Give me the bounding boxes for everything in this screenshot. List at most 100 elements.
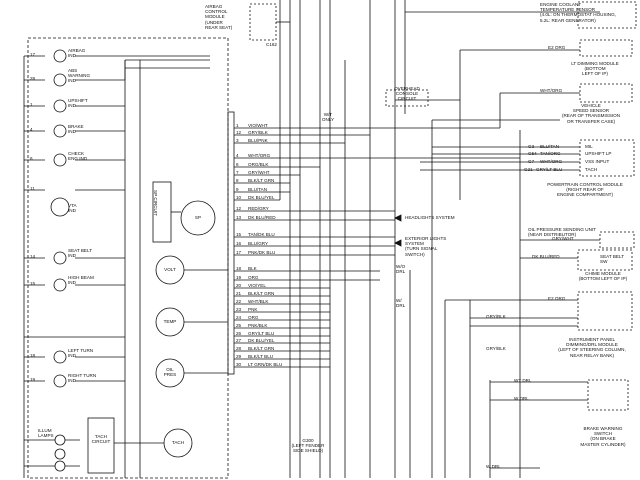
wire-color-label: PNK/BLK: [248, 323, 268, 328]
overhead-console-label: OVERHEAD CONSOLE CIRCUIT: [394, 86, 420, 102]
wire-label-w-drl-3: W/ DRL: [396, 298, 406, 309]
wire-pin-label: 24: [236, 315, 242, 320]
indicator-label-airbag: AIRBAG IND: [68, 48, 86, 59]
wire-pin-label: 13: [236, 215, 242, 220]
indicator-label-upshift: UPSHIFT IND: [68, 98, 88, 109]
wire-color-label: BLK/LT GRN: [248, 291, 275, 296]
indicator-label-check-eng: CHECK ENG IND: [68, 151, 88, 162]
tach-circuit-box: [87, 417, 115, 474]
wire-pin-label: 26: [236, 331, 242, 336]
wire-color-label: TAN/DK BLU: [248, 232, 275, 237]
wire-pin-label: 12: [236, 130, 242, 135]
pcm-pin-func: UPSHIFT LP: [585, 151, 612, 156]
wire-label-wo-drl: W/O DRL: [396, 264, 406, 275]
pin-label: 19: [30, 377, 36, 382]
pcm-pin-func: MIL: [585, 144, 593, 149]
wire-pin-label: 16: [236, 241, 242, 246]
pin-label: 14: [30, 254, 36, 259]
pin-label: 28: [30, 76, 36, 81]
pcm-pin-func: VSS INPUT: [585, 159, 610, 164]
wire-pin-label: 10: [236, 195, 242, 200]
pcm-pin-num: G54: [528, 151, 537, 156]
illum-lamps-label: ILLUM LAMPS: [38, 428, 54, 439]
wire-color-label: DK BLU/YEL: [248, 195, 275, 200]
wire-color-label: RED/GRY: [248, 206, 269, 211]
pcm-pin-num: G3: [528, 144, 535, 149]
wire-color-label: ORG: [248, 275, 259, 280]
wire-pin-label: 29: [236, 354, 242, 359]
pcm-pin-wire: WHT/ORG: [540, 159, 563, 164]
ect-sensor-label: ENGINE COOLANT TEMPERATURE SENSOR (4.0L:…: [540, 2, 616, 23]
pin-label: 4: [30, 127, 33, 132]
wire-color-label: LT GRN/DK BLU: [248, 362, 283, 367]
wire-pin-label: 22: [236, 299, 242, 304]
wire-label-dk-blu-red: DK BLU/RED: [532, 254, 560, 259]
indicator-label-left-turn: LEFT TURN IND: [68, 348, 94, 359]
wire-color-label: BLU/TAN: [248, 187, 268, 192]
wt-only-label: W/T ONLY: [321, 112, 335, 123]
wire-pin-label: 21: [236, 291, 242, 296]
pcm-pin-num: G21: [524, 167, 533, 172]
wire-pin-label: 8: [236, 178, 239, 183]
pcm-pin-func: TACH: [585, 167, 598, 172]
wire-color-label: BLU/PNK: [248, 138, 268, 143]
sp-circuit-label: SP CIRCUIT: [153, 190, 158, 216]
airbag-module-label: AIRBAG CONTROL MODULE (UNDER REAR SEAT): [205, 4, 233, 30]
wire-pin-label: 4: [236, 153, 239, 158]
wire-color-label: GRY/BLK: [248, 130, 268, 135]
gauge-label-oil: OIL PRES: [163, 367, 177, 378]
pcm-label: POWERTRAIN CONTROL MODULE (RIGHT REAR OF…: [547, 182, 623, 198]
wire-pin-label: 6: [236, 162, 239, 167]
wire-pin-label: 20: [236, 283, 242, 288]
g300-ground-label: G300 (LEFT FENDER SIDE SHIELD): [291, 438, 325, 454]
wire-pin-label: 27: [236, 338, 242, 343]
seat-belt-switch-label: SEAT BELT SW: [600, 254, 624, 265]
oil-sender-label: OIL PRESSURE SENDING UNIT (NEAR DISTRIBU…: [528, 227, 596, 238]
pin-label: 15: [30, 281, 36, 286]
wire-label-gry-wht: GRY/WHT: [552, 236, 574, 241]
wire-color-label: ORG/BLK: [248, 162, 269, 167]
wire-pin-label: 17: [236, 250, 242, 255]
wire-label-gry-blk: GRY/BLK: [486, 314, 506, 319]
wire-pin-label: 18: [236, 266, 242, 271]
wire-pin-label: 12: [236, 206, 242, 211]
headlights-label: HEADLIGHTS SYSTEM: [405, 215, 455, 220]
tach-circuit-label: TACH CIRCUIT: [91, 434, 111, 445]
vss-label: VEHICLE SPEED SENSOR (REAR OF TRANSMISSI…: [561, 103, 621, 124]
wire-color-label: WHT/ORG: [248, 153, 271, 158]
wire-color-label: VIO/YEL: [248, 283, 266, 288]
wire-color-label: PNK/DK BLU: [248, 250, 276, 255]
pin-label: 18: [30, 353, 36, 358]
wire-pin-label: 19: [236, 275, 242, 280]
airbag-module: [249, 3, 277, 41]
wire-pin-label: 9: [236, 187, 239, 192]
pcm-pin-wire: BLU/TAN: [540, 144, 560, 149]
wire-label-w-drl-2: W DRL: [486, 464, 501, 469]
gauge-label-tach: TACH: [171, 440, 185, 445]
chime-module-label: CHIME MODULE (BOTTOM LEFT OF IP): [578, 271, 628, 282]
pcm-pin-wire: TAN/ORG: [540, 151, 561, 156]
exterior-lights-label: EXTERIOR LIGHTS SYSTEM (TURN SIGNAL SWIT…: [405, 236, 447, 257]
gauge-label-temp: TEMP: [163, 319, 177, 324]
indicator-label-seat-belt: SEAT BELT IND: [68, 248, 92, 259]
wire-color-label: WHT/BLK: [248, 299, 269, 304]
wire-color-label: ORG: [248, 315, 259, 320]
wire-label-e2-org: E2 ORG: [548, 45, 566, 50]
pin-label: 6: [30, 156, 33, 161]
gauge-label-volt: VOLT: [164, 267, 176, 272]
wire-label-e2-org-2: E2 ORG: [548, 296, 566, 301]
indicator-lines: [24, 55, 210, 467]
pin-label: 1: [30, 102, 33, 107]
pin-label: 17: [30, 52, 36, 57]
indicator-label-high-beam: HIGH BEAM IND: [68, 275, 94, 286]
indicator-bulbs: [50, 49, 70, 472]
dimming-module-label: LT DIMMING MODULE (BOTTOM LEFT OF IP): [571, 61, 619, 77]
indicator-label-abs: ABS WARNING IND: [68, 68, 91, 84]
harness-wires: [234, 127, 520, 368]
gauge-label-sp: SP: [194, 215, 202, 220]
wire-label-gry-blk-2: GRY/BLK: [486, 346, 506, 351]
wire-pin-label: 15: [236, 232, 242, 237]
c162-label: C162: [266, 42, 277, 47]
wire-color-label: BLK/LT BLU: [248, 354, 274, 359]
